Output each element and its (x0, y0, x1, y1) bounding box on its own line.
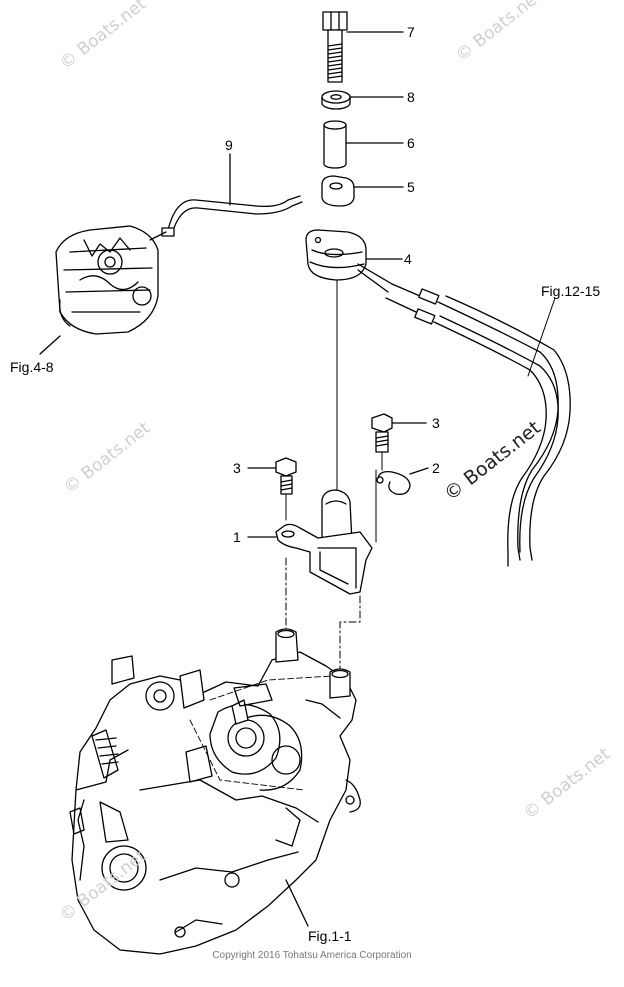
carburetor-part (39, 225, 167, 355)
hose-part-9 (161, 153, 303, 237)
callout-3-upper: 3 (432, 415, 440, 431)
washer-part-8 (321, 90, 404, 110)
callout-6: 6 (407, 135, 415, 151)
callout-4: 4 (404, 251, 412, 267)
callout-9: 9 (225, 137, 233, 153)
copyright-notice: Copyright 2016 Tohatsu America Corporati… (212, 950, 412, 961)
crankcase-part (69, 628, 361, 955)
fig-ref-1-1: Fig.1-1 (308, 928, 352, 944)
collar-part-6 (323, 120, 404, 169)
assembly-guides (285, 557, 361, 673)
cam-part-5 (321, 175, 404, 207)
clip-part-2 (376, 467, 429, 495)
fig-ref-4-8: Fig.4-8 (10, 359, 54, 375)
throttle-cables (357, 263, 571, 567)
bolt-part-3-left (247, 457, 297, 521)
callout-8: 8 (407, 89, 415, 105)
bolt-part-7 (322, 11, 404, 83)
callout-3-left: 3 (233, 460, 241, 476)
callout-7: 7 (407, 24, 415, 40)
bolt-part-3-upper (371, 413, 427, 471)
pulley-part-4 (305, 229, 403, 281)
callout-2: 2 (432, 460, 440, 476)
fig-ref-12-15: Fig.12-15 (541, 283, 601, 299)
crankcase-hidden-lines (189, 675, 333, 791)
callout-5: 5 (407, 179, 415, 195)
callout-1: 1 (233, 529, 241, 545)
bracket-part-1 (247, 469, 377, 595)
